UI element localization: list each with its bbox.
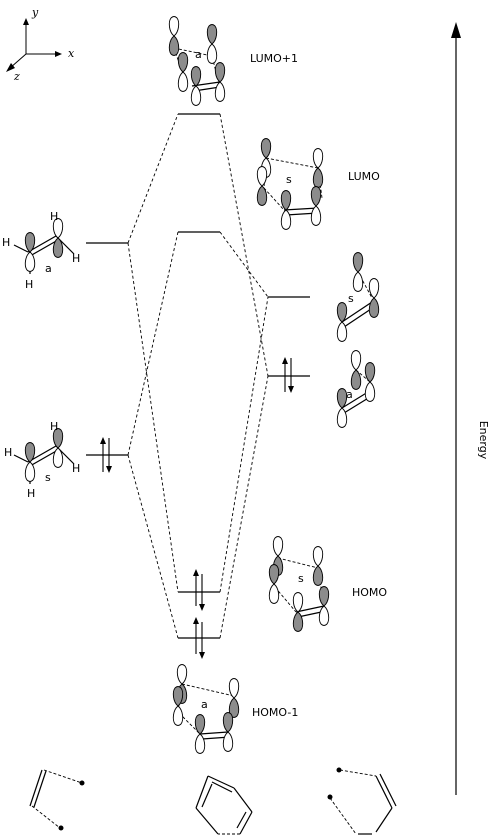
lumo-plus-1-symmetry: a [195,48,202,61]
structure-allyl-fragment [327,767,397,835]
ethylene-pi-star-h2: H [50,210,58,223]
orbital-lumo-plus-1: a LUMO+1 [168,16,298,106]
z-axis-label: z [13,70,20,83]
ethylene-pi-star-symmetry: a [45,262,52,275]
y-axis-label: y [31,6,39,19]
structure-ethylene-fragment [29,769,85,831]
lumo-symmetry: s [286,173,292,186]
electron-spins [100,357,294,659]
homo-symmetry: s [298,572,304,585]
allyl-lower-symmetry: a [346,388,353,401]
x-axis-label: x [68,47,75,60]
ethylene-pi-symmetry: s [45,471,51,484]
lumo-label: LUMO [348,170,380,183]
energy-levels [86,113,310,639]
homo-label: HOMO [352,586,387,599]
orbital-ethylene-pi: H H H H s [4,420,80,500]
lumo-plus-1-label: LUMO+1 [250,52,298,65]
orbital-ethylene-pi-star: H H H H a [2,210,80,291]
homo-minus-1-symmetry: a [201,698,208,711]
homo-minus-1-label: HOMO-1 [252,706,298,719]
energy-axis: Energy [451,22,490,795]
orbital-allyl-lower: a [336,350,376,428]
orbital-allyl-upper: s [336,252,380,342]
ethylene-pi-star-h3: H [72,252,80,265]
structure-benzene-ts [195,775,253,835]
spin-pair-allyl-lower [282,357,294,393]
ethylene-pi-h1: H [4,446,12,459]
coordinate-axes: y x z [6,6,75,83]
energy-axis-label: Energy [477,421,490,460]
spin-pair-homo [193,569,205,611]
spin-pair-ethylene-pi [100,437,112,473]
ethylene-pi-star-h1: H [2,236,10,249]
ethylene-pi-star-h4: H [25,278,33,291]
ethylene-pi-h4: H [27,487,35,500]
ethylene-pi-h2: H [50,420,58,433]
allyl-upper-symmetry: s [348,292,354,305]
spin-pair-homo-minus-1 [193,617,205,659]
orbital-homo: s HOMO [268,536,387,632]
correlation-lines [127,113,269,639]
orbital-homo-minus-1: a HOMO-1 [172,664,298,754]
orbital-lumo: s LUMO [256,138,380,230]
ethylene-pi-h3: H [72,462,80,475]
